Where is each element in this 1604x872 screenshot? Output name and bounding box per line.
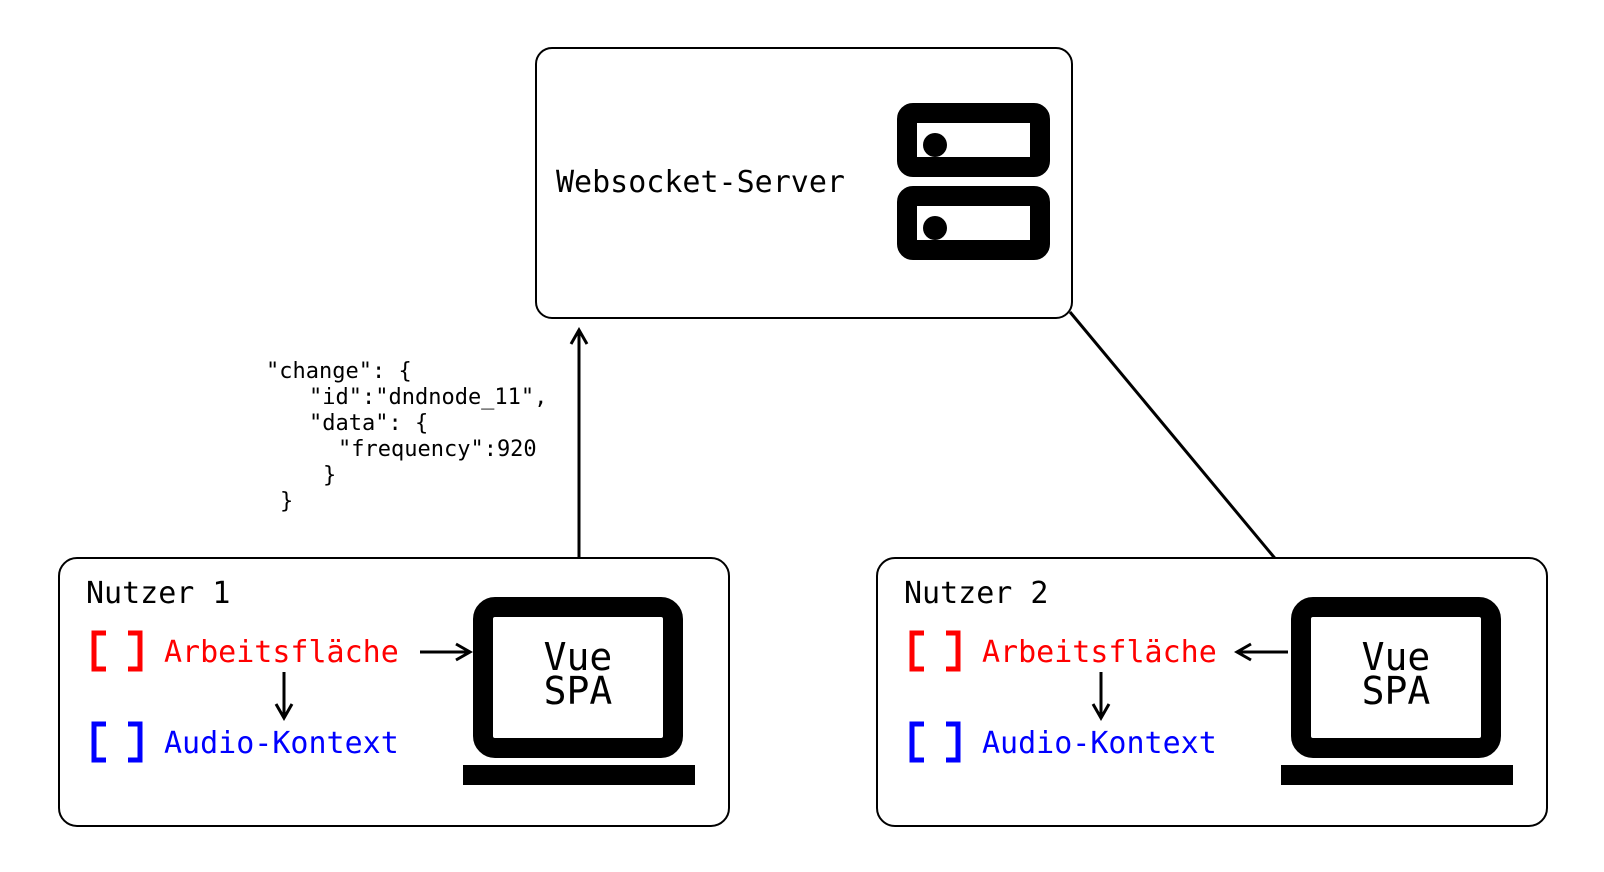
laptop-icon: Vue SPA: [463, 597, 695, 785]
json-message: "change": { "id":"dndnode_11", "data": {…: [266, 359, 547, 514]
laptop-label: SPA: [544, 669, 613, 713]
audio-bracket-icon: [91, 721, 143, 763]
audio-bracket-icon: [909, 721, 961, 763]
message-line: "data": {: [309, 411, 428, 436]
broadcast-arrow: [1068, 311, 1303, 592]
message-line: }: [323, 463, 336, 488]
laptop-label: Vue: [1362, 635, 1431, 679]
workspace-bracket-icon: [909, 630, 961, 672]
workspace-label: Arbeitsfläche: [164, 635, 399, 670]
message-line: "id":"dndnode_11",: [309, 385, 547, 410]
server-box: Websocket-Server: [535, 47, 1073, 319]
message-line: }: [280, 489, 293, 514]
laptop-label: Vue: [544, 635, 613, 679]
audio-label: Audio-Kontext: [982, 726, 1217, 761]
server-icon: [897, 103, 1050, 260]
user-title: Nutzer 1: [86, 576, 231, 611]
user-1-panel: Nutzer 1 Arbeitsfläche Audio-Kontext Vue…: [58, 557, 730, 827]
laptop-icon: Vue SPA: [1281, 597, 1513, 785]
message-line: "frequency":920: [338, 437, 537, 462]
server-label: Websocket-Server: [556, 165, 845, 200]
user-title: Nutzer 2: [904, 576, 1049, 611]
user-2-panel: Nutzer 2 Arbeitsfläche Audio-Kontext Vue…: [876, 557, 1548, 827]
workspace-bracket-icon: [91, 630, 143, 672]
audio-label: Audio-Kontext: [164, 726, 399, 761]
laptop-label: SPA: [1362, 669, 1431, 713]
message-line: "change": {: [266, 359, 412, 384]
workspace-label: Arbeitsfläche: [982, 635, 1217, 670]
